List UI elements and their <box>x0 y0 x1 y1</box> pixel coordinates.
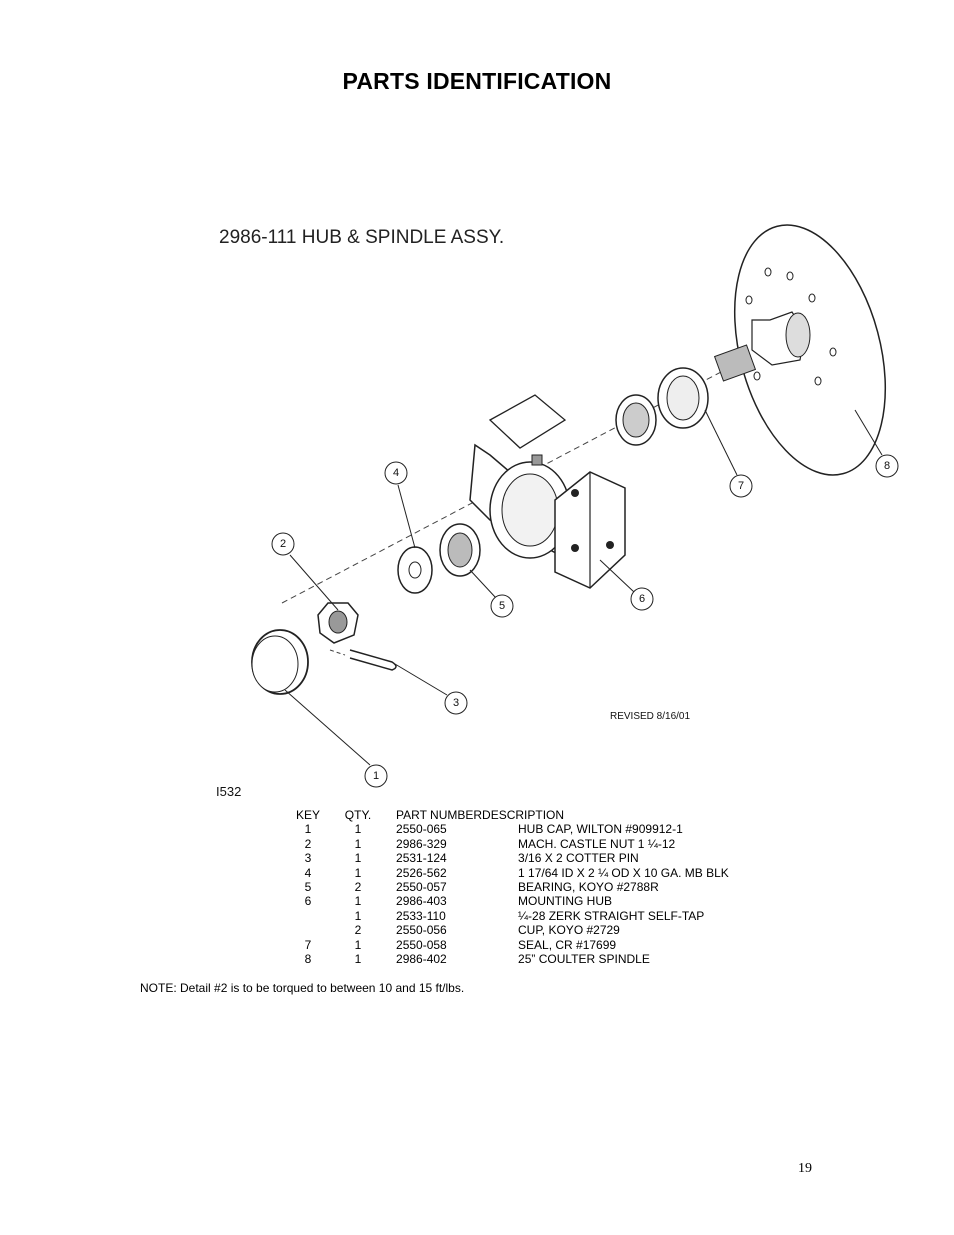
row-description: 1 17/64 ID X 2 ¼ OD X 10 GA. MB BLK <box>518 865 729 880</box>
row-part-number: 2550-058 <box>396 937 447 952</box>
callout-5-label: 5 <box>499 600 505 612</box>
table-row: 1 2533-110 ¼-28 ZERK STRAIGHT SELF-TAP <box>296 909 729 923</box>
leader-line-6 <box>599 559 635 593</box>
table-row: 8 1 2986-402 25” COULTER SPINDLE <box>296 952 729 966</box>
row-key <box>296 923 320 937</box>
row-key: 7 <box>304 937 312 952</box>
page-number: 19 <box>798 1161 812 1176</box>
cotter-pin <box>349 649 397 671</box>
table-row: 3 1 2531-124 3/16 X 2 COTTER PIN <box>296 851 729 865</box>
header-desc: DESCRIPTION <box>482 808 565 822</box>
cotter-pin-axis-line <box>329 649 346 656</box>
row-qty: 1 <box>354 908 362 923</box>
page-title: PARTS IDENTIFICATION <box>342 68 612 94</box>
bearing <box>439 523 481 577</box>
seal <box>657 367 709 429</box>
callout-8: 8 <box>875 454 899 478</box>
coulter-spindle <box>713 224 887 476</box>
diagram-title: 2986-111 HUB & SPINDLE ASSY. <box>219 227 504 248</box>
row-part-number: 2533-110 <box>396 908 446 923</box>
leader-line-2 <box>289 554 339 611</box>
table-row: 5 2 2550-057 BEARING, KOYO #2788R <box>296 880 729 894</box>
table-row: 2 1 2986-329 MACH. CASTLE NUT 1 ¼-12 <box>296 837 729 851</box>
callout-6: 6 <box>630 587 654 611</box>
table-row: 2 2550-056 CUP, KOYO #2729 <box>296 923 729 937</box>
row-key: 6 <box>304 894 312 909</box>
row-description: CUP, KOYO #2729 <box>518 923 620 938</box>
leader-line-5 <box>469 569 497 599</box>
table-row: 6 1 2986-403 MOUNTING HUB <box>296 894 729 908</box>
header-part: PART NUMBER <box>396 808 483 822</box>
leader-line-3 <box>394 663 448 696</box>
callout-1: 1 <box>364 764 388 788</box>
header-part-desc: PART NUMBERDESCRIPTION <box>396 808 729 822</box>
callout-2: 2 <box>271 532 295 556</box>
leader-line-1 <box>284 689 371 766</box>
callout-3-label: 3 <box>453 697 459 709</box>
callout-5: 5 <box>490 594 514 618</box>
parts-table: KEY QTY. PART NUMBERDESCRIPTION 1 1 2550… <box>296 808 729 966</box>
mounting-hub <box>469 394 626 589</box>
row-description: BEARING, KOYO #2788R <box>518 880 659 895</box>
row-key: 3 <box>304 851 312 866</box>
row-qty: 1 <box>354 865 362 880</box>
callout-7: 7 <box>729 474 753 498</box>
row-description: HUB CAP, WILTON #909912-1 <box>518 822 683 837</box>
header-key: KEY <box>296 808 321 822</box>
row-qty: 1 <box>354 822 362 837</box>
leader-line-8 <box>854 409 883 456</box>
leader-line-4 <box>397 484 416 549</box>
row-description: 25” COULTER SPINDLE <box>518 952 650 967</box>
table-row: 4 1 2526-562 1 17/64 ID X 2 ¼ OD X 10 GA… <box>296 866 729 880</box>
row-key: 8 <box>304 952 312 967</box>
leader-line-7 <box>704 409 738 476</box>
exploded-assembly-diagram: 2986-111 HUB & SPINDLE ASSY. <box>216 224 899 799</box>
row-qty: 1 <box>354 836 362 851</box>
row-qty: 1 <box>354 894 362 909</box>
torque-note: NOTE: Detail #2 is to be torqued to betw… <box>140 981 465 995</box>
row-qty: 1 <box>354 937 362 952</box>
callout-3: 3 <box>444 691 468 715</box>
callout-1-label: 1 <box>373 770 379 782</box>
row-description: ¼-28 ZERK STRAIGHT SELF-TAP <box>518 908 705 923</box>
row-part-number: 2550-065 <box>396 822 447 837</box>
row-description: MACH. CASTLE NUT 1 ¼-12 <box>518 836 676 851</box>
bearing-cone-outer <box>615 394 657 446</box>
callout-4-label: 4 <box>393 467 399 479</box>
row-key: 2 <box>304 836 312 851</box>
hub-cap <box>251 629 309 695</box>
row-part-number: 2986-402 <box>396 952 447 967</box>
row-part-number: 2531-124 <box>396 851 447 866</box>
callout-4: 4 <box>384 461 408 485</box>
revised-date: REVISED 8/16/01 <box>610 711 690 722</box>
row-description: SEAL, CR #17699 <box>518 937 617 952</box>
table-row: 7 1 2550-058 SEAL, CR #17699 <box>296 938 729 952</box>
callout-8-label: 8 <box>884 460 890 472</box>
callout-7-label: 7 <box>738 480 744 492</box>
row-key <box>296 909 320 923</box>
row-qty: 1 <box>354 952 362 967</box>
table-row: 1 1 2550-065 HUB CAP, WILTON #909912-1 <box>296 822 729 836</box>
castle-nut <box>317 602 359 644</box>
row-part-number: 2986-403 <box>396 894 447 909</box>
row-part-number: 2986-329 <box>396 836 447 851</box>
row-qty: 2 <box>354 923 362 938</box>
row-key: 5 <box>304 880 312 895</box>
row-key: 1 <box>304 822 312 837</box>
row-description: MOUNTING HUB <box>518 894 613 909</box>
header-qty: QTY. <box>344 808 372 822</box>
row-qty: 1 <box>354 851 362 866</box>
callout-2-label: 2 <box>280 538 286 550</box>
table-header-row: KEY QTY. PART NUMBERDESCRIPTION <box>296 808 729 822</box>
row-part-number: 2526-562 <box>396 865 447 880</box>
row-qty: 2 <box>354 880 362 895</box>
callout-6-label: 6 <box>639 593 645 605</box>
row-part-number: 2550-057 <box>396 880 447 895</box>
washer <box>397 546 433 594</box>
row-key: 4 <box>304 865 312 880</box>
drawing-id: I532 <box>216 784 241 799</box>
row-description: 3/16 X 2 COTTER PIN <box>518 851 639 866</box>
row-part-number: 2550-056 <box>396 923 447 938</box>
